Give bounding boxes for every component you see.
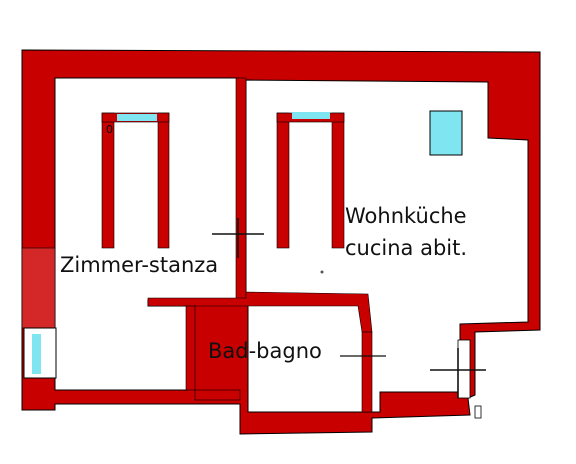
wardrobe-1-window: [117, 114, 157, 121]
wardrobe-2-right: [331, 112, 345, 249]
wardrobe-2-window: [292, 112, 330, 119]
wardrobe-1-right: [157, 112, 170, 249]
left-wall-segment: [21, 247, 56, 329]
room-label-zimmer: Zimmer-stanza: [60, 253, 218, 277]
room-label-bad: Bad-bagno: [208, 339, 322, 363]
partition-bath-bottom: [194, 389, 241, 401]
door-stop: [474, 405, 482, 419]
wardrobe-2-left: [276, 112, 290, 249]
room-label-wohnkueche-line2: cucina abit.: [345, 236, 467, 260]
right-door-frame: [457, 339, 471, 399]
wardrobe-1-mark: 0: [106, 123, 113, 136]
partition-bath-right: [361, 331, 373, 413]
room-label-wohnkueche-line1: Wohnküche: [345, 204, 467, 228]
partition-bath-left: [185, 305, 196, 391]
partition-center: [235, 77, 247, 301]
marker-dot: [320, 270, 324, 274]
partition-bath-top: [147, 291, 373, 333]
left-window: [32, 334, 41, 374]
kitchen-window: [429, 110, 463, 156]
